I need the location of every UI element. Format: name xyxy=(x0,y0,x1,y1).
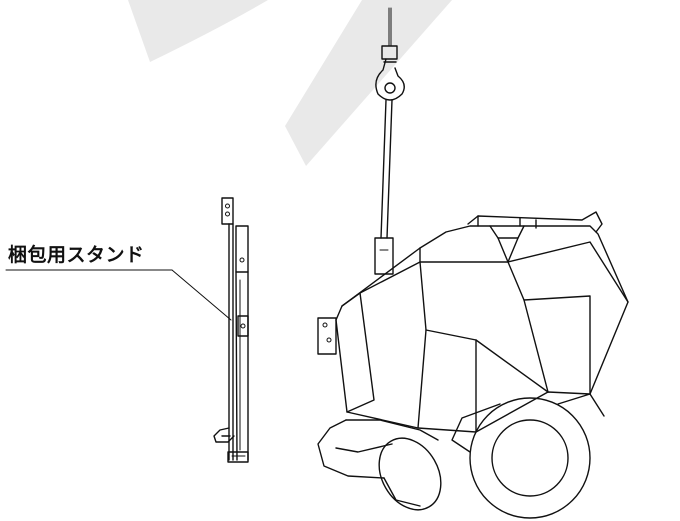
stand-leader-line xyxy=(5,269,232,321)
watermark-stripe-right xyxy=(285,0,452,166)
lifting-rod xyxy=(380,99,387,239)
baler-machine xyxy=(317,211,629,433)
watermark-stripes xyxy=(128,0,452,166)
stand-top-plate xyxy=(221,197,234,225)
wheel-rim xyxy=(491,419,569,497)
hook-block xyxy=(381,45,398,60)
stand-base xyxy=(227,451,249,463)
packing-stand xyxy=(213,197,249,463)
baler-front-panel xyxy=(341,247,421,307)
rod-bracket xyxy=(374,237,394,275)
wheel-tire xyxy=(469,397,591,519)
stand-side-plate xyxy=(237,315,249,337)
stand-upper-bracket xyxy=(235,225,249,273)
lifting-hook xyxy=(374,7,405,275)
stand-label: 梱包用スタンド xyxy=(8,244,145,266)
baler-side-bracket xyxy=(317,317,337,355)
watermark-stripe-left xyxy=(128,0,268,62)
baler-body-outline xyxy=(335,225,629,433)
hook-icon xyxy=(375,58,405,101)
baler-wheel xyxy=(451,393,605,519)
roller-end xyxy=(378,437,442,511)
stand-foot-hook xyxy=(213,427,235,443)
baler-pickup-roller xyxy=(317,419,442,511)
baler-top-notch xyxy=(489,225,525,263)
baler-top-rail xyxy=(467,211,603,233)
